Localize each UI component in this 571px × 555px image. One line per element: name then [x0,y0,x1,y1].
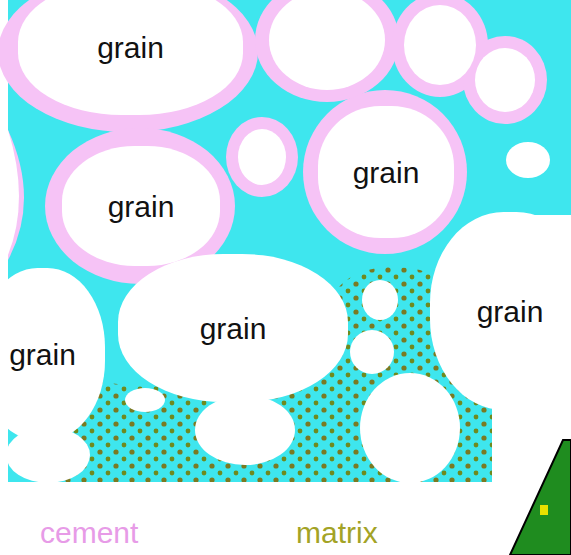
grain-shape: grain [318,106,454,238]
grain-label: grain [477,295,544,328]
inset-spot [540,505,548,515]
grain-label: grain [353,156,420,189]
grain-label: grain [97,31,164,64]
grain-shape: grain [62,146,220,266]
matrix-label: matrix [296,516,378,549]
cement-label: cement [40,516,138,549]
grain-shape: grain [118,254,348,402]
grain-label: grain [200,312,267,345]
grain-shape: grain [430,212,571,410]
grain-shape: grain [18,0,243,115]
grain-label: grain [108,190,175,223]
inset-fragment [510,440,571,555]
grain-label: grain [9,338,76,371]
grain-shape: grain [0,268,105,440]
